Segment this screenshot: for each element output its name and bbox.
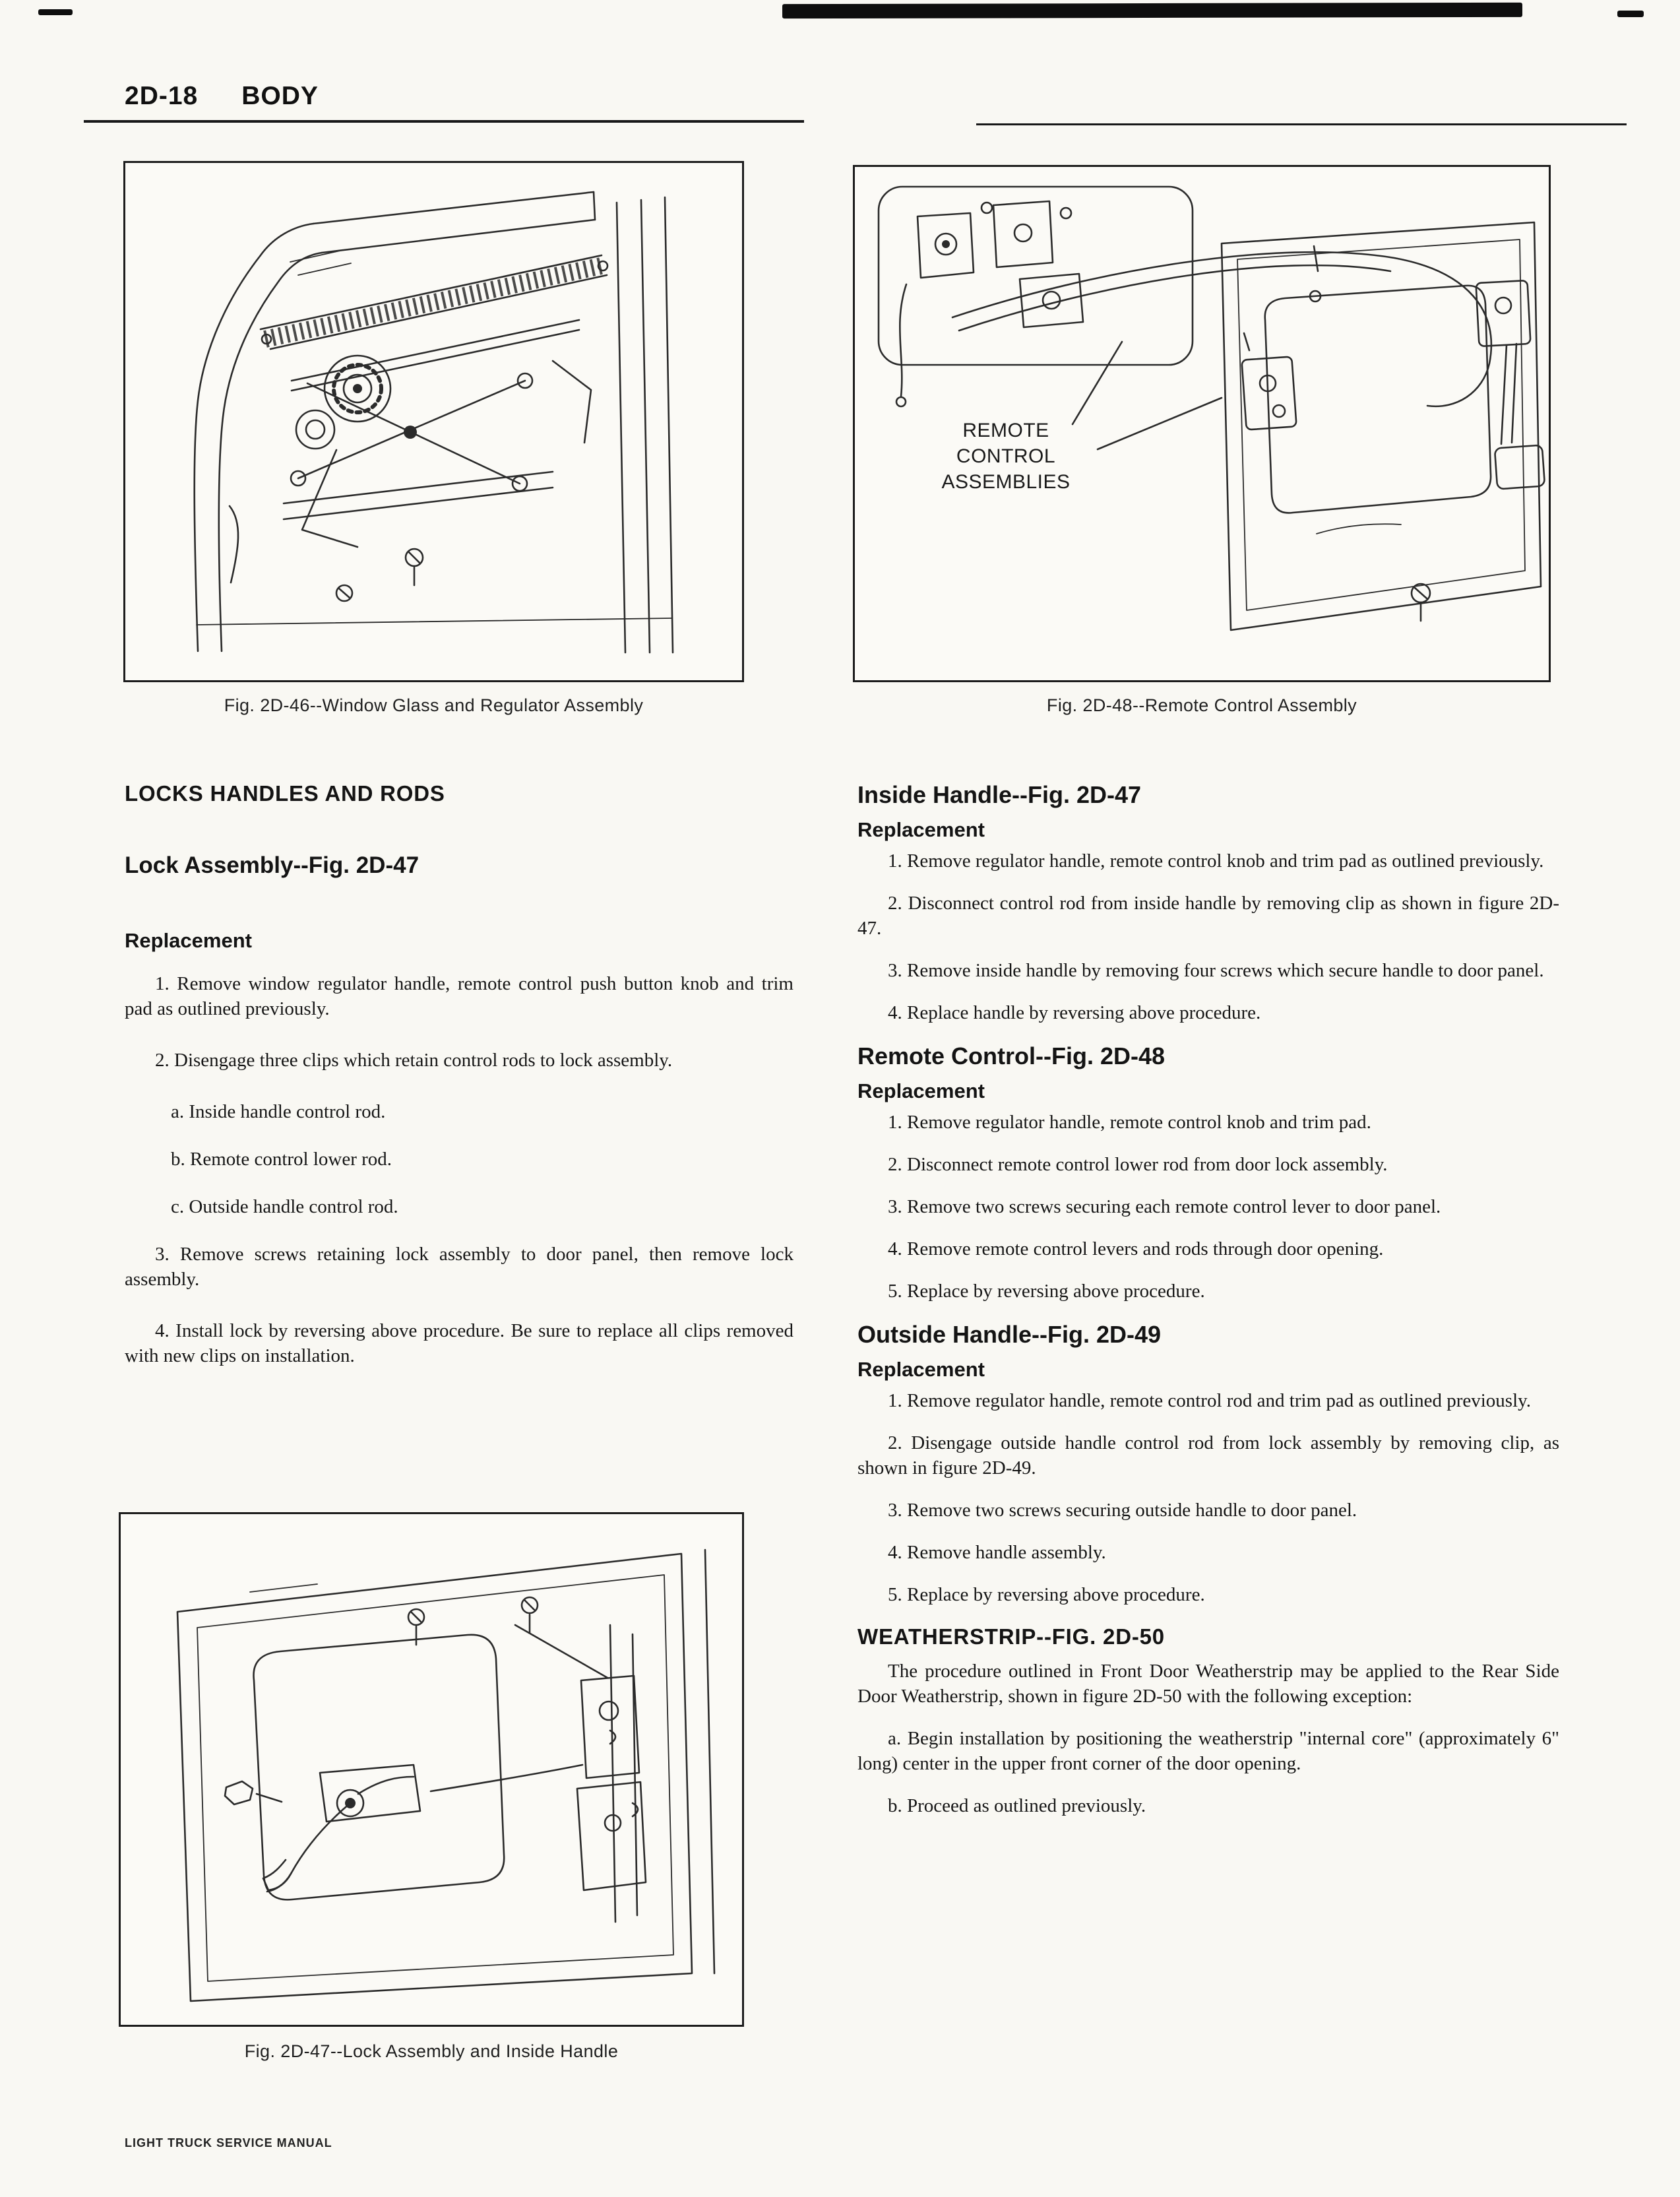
procedure-step: 5. Replace by reversing above procedure. (888, 1584, 1205, 1605)
procedure-step: 2. Disengage outside handle control rod … (857, 1432, 1559, 1479)
procedure-substep: b. Remote control lower rod. (171, 1149, 392, 1170)
page-header: 2D-18 BODY (125, 82, 319, 111)
remote-control-drawing (877, 185, 1545, 631)
procedure-step: 1. Remove regulator handle, remote contr… (888, 850, 1544, 872)
procedure-step: 3. Remove two screws securing each remot… (888, 1196, 1441, 1217)
remote-control-callout: REMOTE CONTROL ASSEMBLIES (941, 420, 1071, 493)
figure-2d48-box: REMOTE CONTROL ASSEMBLIES (853, 165, 1551, 682)
right-column: Inside Handle--Fig. 2D-47 Replacement 1.… (857, 781, 1559, 1835)
procedure-step: 2. Disconnect remote control lower rod f… (888, 1154, 1388, 1175)
replacement-heading: Replacement (125, 929, 252, 952)
procedure-step: 3. Remove inside handle by removing four… (888, 960, 1544, 981)
procedure-substep: c. Outside handle control rod. (171, 1196, 398, 1217)
procedure-substep: a. Inside handle control rod. (171, 1101, 386, 1122)
procedure-step: b. Proceed as outlined previously. (888, 1795, 1146, 1816)
figure-2d46-caption: Fig. 2D-46--Window Glass and Regulator A… (224, 695, 644, 715)
replacement-heading: Replacement (857, 1358, 985, 1381)
scan-artifact (1617, 11, 1644, 17)
footer-text: LIGHT TRUCK SERVICE MANUAL (125, 2136, 332, 2149)
procedure-step: 3. Remove two screws securing outside ha… (888, 1500, 1357, 1521)
procedure-step: 1. Remove window regulator handle, remot… (125, 973, 793, 1019)
lock-assembly-heading: Lock Assembly--Fig. 2D-47 (125, 852, 420, 878)
procedure-step: 4. Remove remote control levers and rods… (888, 1238, 1384, 1259)
page-number: 2D-18 (125, 82, 199, 110)
procedure-step: 3. Remove screws retaining lock assembly… (125, 1244, 793, 1290)
outside-handle-heading: Outside Handle--Fig. 2D-49 (857, 1321, 1162, 1348)
scan-artifact (782, 2, 1523, 19)
procedure-step: 4. Replace handle by reversing above pro… (888, 1002, 1261, 1023)
replacement-heading: Replacement (857, 1079, 985, 1102)
weatherstrip-heading: WEATHERSTRIP--FIG. 2D-50 (857, 1624, 1165, 1649)
figure-2d47-box (119, 1512, 744, 2027)
procedure-step: 2. Disconnect control rod from inside ha… (857, 893, 1559, 939)
procedure-step: 1. Remove regulator handle, remote contr… (888, 1390, 1531, 1411)
header-rule-left (84, 120, 804, 123)
replacement-heading: Replacement (857, 818, 985, 841)
header-rule-right (976, 123, 1627, 125)
lock-assembly-drawing (176, 1548, 716, 2002)
weatherstrip-intro: The procedure outlined in Front Door Wea… (857, 1661, 1559, 1707)
scan-artifact (38, 9, 73, 15)
figure-2d48-caption: Fig. 2D-48--Remote Control Assembly (1046, 695, 1357, 715)
left-column: LOCKS HANDLES AND RODS Lock Assembly--Fi… (125, 781, 793, 1395)
window-regulator-drawing (193, 191, 674, 654)
procedure-step: a. Begin installation by positioning the… (857, 1728, 1559, 1774)
procedure-step: 5. Replace by reversing above procedure. (888, 1281, 1205, 1302)
procedure-step: 4. Remove handle assembly. (888, 1542, 1106, 1563)
figure-2d46-box (123, 161, 744, 682)
figure-2d47-caption: Fig. 2D-47--Lock Assembly and Inside Han… (244, 2041, 619, 2061)
procedure-step: 2. Disengage three clips which retain co… (155, 1050, 673, 1071)
remote-control-heading: Remote Control--Fig. 2D-48 (857, 1042, 1166, 1069)
locks-handles-rods-heading: LOCKS HANDLES AND RODS (125, 781, 445, 806)
procedure-step: 1. Remove regulator handle, remote contr… (888, 1112, 1371, 1133)
inside-handle-heading: Inside Handle--Fig. 2D-47 (857, 781, 1142, 808)
section-title: BODY (241, 82, 319, 110)
procedure-step: 4. Install lock by reversing above proce… (125, 1320, 793, 1366)
